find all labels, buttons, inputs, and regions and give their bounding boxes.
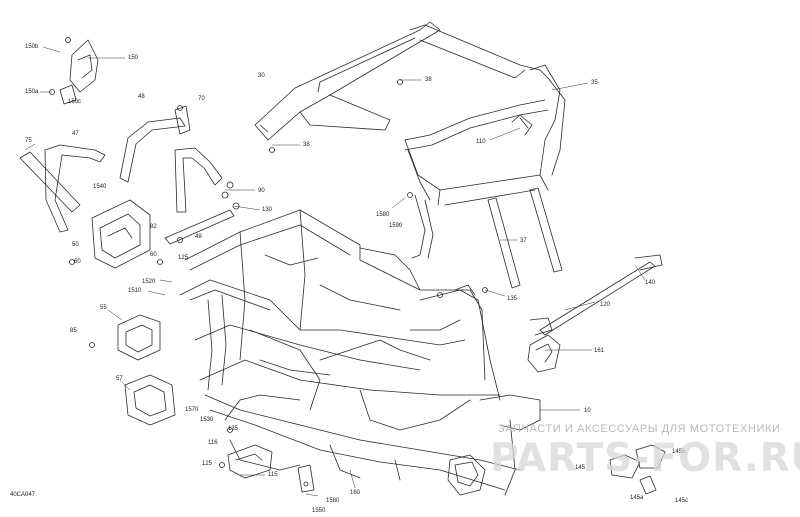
callout-1530: 1530 <box>200 417 214 423</box>
callout-70: 70 <box>198 96 205 102</box>
callout-1580-upper: 1580 <box>376 212 390 218</box>
side-rail <box>529 254 663 336</box>
callout-47: 47 <box>72 131 79 137</box>
callout-150c: 150c <box>68 99 81 105</box>
callout-1550: 1550 <box>312 508 326 514</box>
callout-50: 50 <box>72 242 79 248</box>
watermark-logo: PARTS-FOR.RU <box>490 436 800 481</box>
callout-1510: 1510 <box>128 288 142 294</box>
callout-145b: 145b <box>672 449 686 455</box>
callout-1590: 1590 <box>389 223 403 229</box>
callout-115: 115 <box>268 472 278 478</box>
rear-tubes <box>487 187 563 289</box>
callout-160: 160 <box>350 490 361 496</box>
callout-150b: 150b <box>25 44 39 50</box>
callout-110: 110 <box>476 139 486 145</box>
callout-135-left: 135 <box>228 426 239 432</box>
callout-1580-lower: 1580 <box>326 498 340 504</box>
callout-1540: 1540 <box>93 184 107 190</box>
callout-60-mid: 60 <box>150 252 157 258</box>
callout-57: 57 <box>116 376 123 382</box>
callout-125-mid: 125 <box>178 255 189 261</box>
callout-37: 37 <box>520 238 527 244</box>
bracket-55 <box>117 314 161 361</box>
drawing-code: 40CA047 <box>10 492 36 498</box>
hardware <box>69 79 488 468</box>
bracket-115 <box>227 444 273 479</box>
callout-150a: 150a <box>25 89 39 95</box>
callout-38-left: 38 <box>303 142 310 148</box>
callout-145a: 145a <box>630 495 644 501</box>
callouts: 150b 150 150a 150c 48 70 30 38 38 35 110… <box>25 44 688 514</box>
callout-145c: 145c <box>675 498 688 504</box>
callout-60-left: 60 <box>74 259 81 265</box>
bent-tubes <box>19 105 223 233</box>
callout-82: 82 <box>150 224 157 230</box>
leader-lines <box>24 46 646 497</box>
callout-145: 145 <box>575 465 586 471</box>
callout-90: 90 <box>258 188 265 194</box>
callout-49: 49 <box>195 234 202 240</box>
bracket-1550 <box>297 464 315 493</box>
callout-38-top: 38 <box>425 77 432 83</box>
callout-130: 130 <box>262 207 273 213</box>
callout-116: 116 <box>208 440 218 446</box>
callout-75: 75 <box>25 138 32 144</box>
callout-140: 140 <box>645 280 656 286</box>
rops-cage <box>254 21 566 259</box>
callout-55: 55 <box>100 305 107 311</box>
callout-125-low: 125 <box>202 461 213 467</box>
callout-10: 10 <box>584 408 591 414</box>
callout-135-right: 135 <box>507 296 518 302</box>
bracket-57 <box>124 374 176 426</box>
callout-120: 120 <box>600 302 611 308</box>
callout-1520: 1520 <box>142 279 156 285</box>
callout-35: 35 <box>591 80 598 86</box>
callout-48: 48 <box>138 94 145 100</box>
bracket-161 <box>527 334 561 373</box>
cross-brace <box>164 181 240 245</box>
watermark-tagline: ЗАПЧАСТИ И АКСЕССУАРЫ ДЛЯ МОТОТЕХНИКИ <box>498 423 781 435</box>
callout-150: 150 <box>128 55 139 61</box>
callout-30: 30 <box>258 73 265 79</box>
clip-145 <box>609 444 666 495</box>
main-frame <box>179 209 541 496</box>
callout-85: 85 <box>70 328 77 334</box>
callout-1570: 1570 <box>185 407 199 413</box>
bracket-150 <box>49 37 99 105</box>
bracket-1540 <box>91 199 151 269</box>
callout-161: 161 <box>594 348 605 354</box>
